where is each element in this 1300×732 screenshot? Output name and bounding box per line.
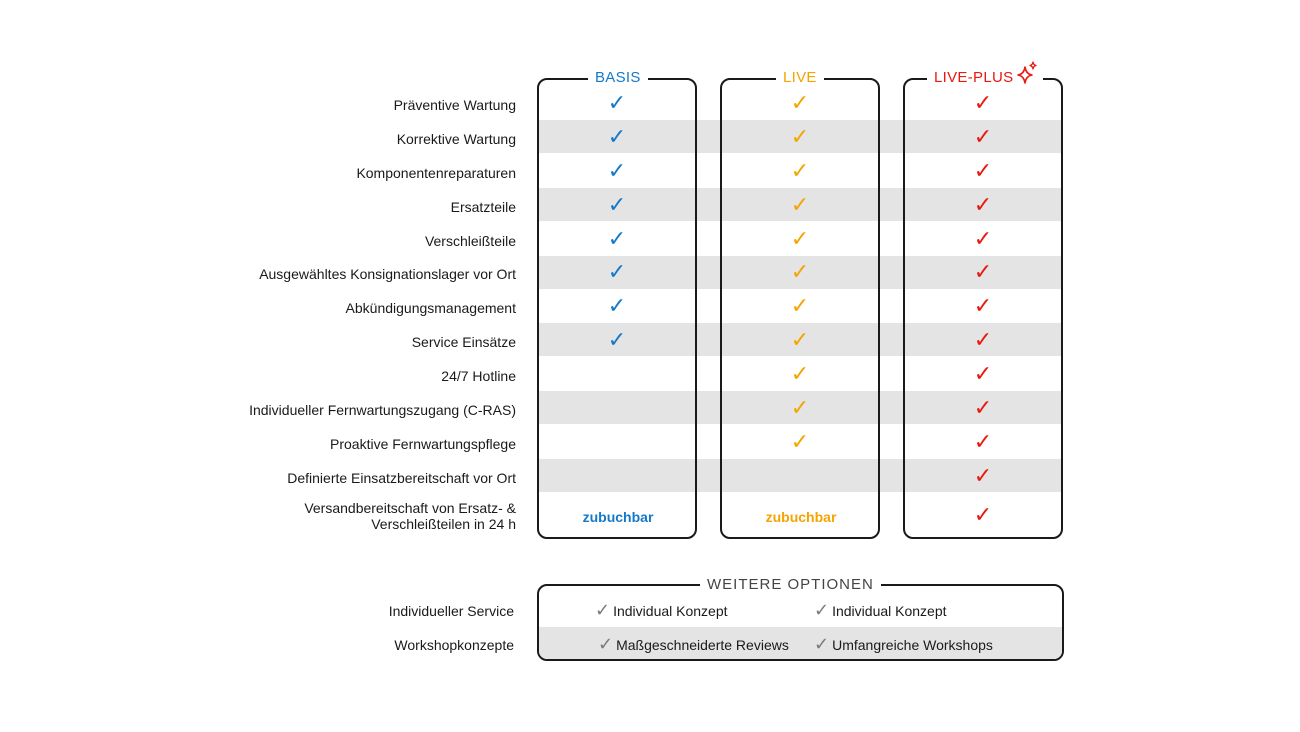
check-icon: ✓: [607, 294, 627, 319]
row-stripe: [537, 391, 1063, 424]
row-stripe: [537, 188, 1063, 221]
check-icon: ✓: [790, 227, 810, 252]
feature-label: Service Einsätze: [411, 334, 516, 350]
option-item-text: Individual Konzept: [832, 603, 947, 619]
addon-label-live: zubuchbar: [765, 509, 837, 525]
row-stripe: [537, 120, 1063, 153]
check-icon: ✓: [790, 362, 810, 387]
check-icon: ✓: [973, 159, 993, 184]
option-row-label: Workshopkonzepte: [394, 637, 514, 653]
check-icon: ✓: [607, 260, 627, 285]
row-stripe: [537, 256, 1063, 289]
option-item: ✓Umfangreiche Workshops: [814, 636, 993, 654]
check-icon: ✓: [790, 260, 810, 285]
check-icon: ✓: [790, 294, 810, 319]
check-icon: ✓: [607, 125, 627, 150]
check-icon: ✓: [973, 503, 993, 528]
check-icon: ✓: [814, 634, 830, 655]
check-icon: ✓: [973, 193, 993, 218]
options-box: [537, 584, 1064, 661]
column-title-basis: BASIS: [588, 68, 648, 88]
check-icon: ✓: [973, 396, 993, 421]
check-icon: ✓: [790, 193, 810, 218]
check-icon: ✓: [973, 125, 993, 150]
check-icon: ✓: [790, 125, 810, 150]
check-icon: ✓: [790, 396, 810, 421]
check-icon: ✓: [973, 464, 993, 489]
check-icon: ✓: [607, 159, 627, 184]
row-stripe: [539, 627, 1062, 659]
feature-label: Komponentenreparaturen: [356, 165, 516, 181]
column-title-liveplus-text: LIVE-PLUS: [934, 69, 1014, 86]
feature-label-line: Versandbereitschaft von Ersatz- &: [304, 500, 516, 516]
row-stripe: [537, 323, 1063, 356]
feature-label: Proaktive Fernwartungspflege: [330, 436, 516, 452]
feature-label: Definierte Einsatzbereitschaft vor Ort: [287, 470, 516, 486]
check-icon: ✓: [973, 227, 993, 252]
feature-label: Individueller Fernwartungszugang (C-RAS): [249, 402, 516, 418]
options-title: WEITERE OPTIONEN: [700, 575, 881, 595]
option-item: ✓Individual Konzept: [595, 602, 728, 620]
check-icon: ✓: [607, 91, 627, 116]
column-title-live: LIVE: [776, 68, 824, 88]
option-item: ✓Individual Konzept: [814, 602, 947, 620]
check-icon: ✓: [790, 91, 810, 116]
check-icon: ✓: [790, 159, 810, 184]
check-icon: ✓: [790, 328, 810, 353]
option-item-text: Maßgeschneiderte Reviews: [616, 637, 789, 653]
feature-label: Ausgewähltes Konsignationslager vor Ort: [259, 266, 516, 282]
check-icon: ✓: [607, 193, 627, 218]
sparkle-icon: [1017, 61, 1037, 84]
check-icon: ✓: [814, 600, 830, 621]
check-icon: ✓: [973, 328, 993, 353]
check-icon: ✓: [607, 328, 627, 353]
feature-label: 24/7 Hotline: [441, 368, 516, 384]
check-icon: ✓: [598, 634, 614, 655]
check-icon: ✓: [607, 227, 627, 252]
option-item: ✓Maßgeschneiderte Reviews: [598, 636, 789, 654]
feature-label: Präventive Wartung: [393, 97, 516, 113]
feature-label: Versandbereitschaft von Ersatz- & Versch…: [200, 500, 516, 532]
check-icon: ✓: [973, 362, 993, 387]
check-icon: ✓: [790, 430, 810, 455]
feature-label: Abkündigungsmanagement: [345, 300, 516, 316]
check-icon: ✓: [973, 294, 993, 319]
option-item-text: Individual Konzept: [613, 603, 728, 619]
feature-label-line: Verschleißteilen in 24 h: [371, 516, 516, 532]
row-stripe: [537, 459, 1063, 492]
feature-label: Verschleißteile: [424, 233, 516, 249]
check-icon: ✓: [595, 600, 611, 621]
feature-label: Ersatzteile: [450, 199, 516, 215]
check-icon: ✓: [973, 430, 993, 455]
addon-label-basis: zubuchbar: [582, 509, 654, 525]
option-row-label: Individueller Service: [388, 603, 514, 619]
check-icon: ✓: [973, 91, 993, 116]
option-item-text: Umfangreiche Workshops: [832, 637, 993, 653]
column-title-liveplus: LIVE-PLUS: [927, 68, 1044, 88]
check-icon: ✓: [973, 260, 993, 285]
feature-label: Korrektive Wartung: [396, 131, 516, 147]
